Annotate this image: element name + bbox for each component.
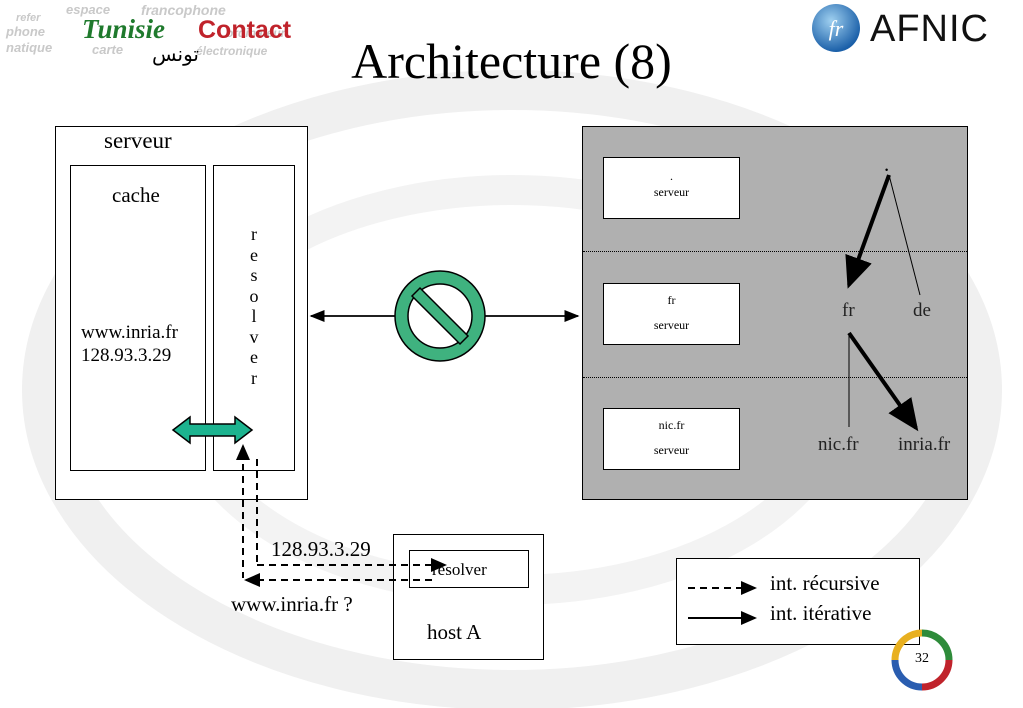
logo-tunisie-text: Tunisie [82,14,166,44]
server-zone: fr [667,293,676,307]
tree-node-de: de [913,300,931,321]
resolver-letter: r [251,367,257,388]
tree-node-nic-fr: nic.fr [818,434,859,455]
tree-edge-root-de [888,174,921,296]
logo-watermark-word: ordinateur [226,26,286,40]
host-a-label: host A [427,620,482,644]
cache-entry-ip: 128.93.3.29 [81,345,172,366]
server-label: serveur [653,443,690,457]
cache-box [70,165,206,471]
slide-title: Architecture (8) [351,33,672,89]
afnic-logo: fr AFNIC [808,2,1020,54]
tunisie-contact-logo: espace francophone refer phone ordinateu… [6,2,306,66]
resolver-letter: e [250,347,258,367]
page-number-badge: 32 [887,625,957,695]
server-label: serveur [104,128,172,153]
resolver-letter: r [251,224,257,244]
resolver-box [213,165,295,471]
tree-root: . [884,152,890,176]
cycle-arrows-icon [891,629,953,691]
fr-server-box: fr serveur [603,283,740,345]
resolver-letter: v [249,326,259,347]
resolver-letter: e [250,244,258,265]
page-number: 32 [915,651,929,666]
legend-iterative-label: int. itérative [770,601,872,625]
logo-watermark-word: électronique [196,44,268,58]
logo-watermark-word: carte [92,42,124,57]
iterative-arrow-fr-inria [847,331,919,432]
cache-entry-name: www.inria.fr [81,322,178,343]
resolver-vertical-label: r e s o l v e r [240,224,268,388]
zone-divider [583,251,967,252]
legend-recursive-label: int. récursive [770,571,880,595]
logo-watermark-word: francophone [141,2,226,18]
query-label: www.inria.fr ? [231,592,353,616]
answer-ip-label: 128.93.3.29 [271,537,371,561]
logo-watermark-word: natique [6,40,53,55]
resolver-letter: o [249,285,259,306]
resolver-letter: l [251,306,257,326]
logo-arabic-text: تونس [152,42,199,66]
svg-text:fr: fr [829,16,844,41]
root-server-box: . serveur [603,157,740,219]
logo-watermark-word: phone [6,24,45,39]
nic-fr-server-box: nic.fr serveur [603,408,740,470]
server-label: serveur [653,318,690,332]
server-zone: nic.fr [658,418,685,432]
afnic-globe-icon: fr [812,4,860,52]
iterative-arrow-root-fr [845,174,891,289]
prohibited-icon [394,270,486,362]
cache-label: cache [112,183,160,207]
cache-resolver-arrow [171,415,254,445]
logo-contact-text: Contact [198,16,292,44]
afnic-logo-text: AFNIC [870,8,989,50]
tree-node-inria-fr: inria.fr [898,434,951,455]
tree-node-fr: fr [842,300,855,321]
logo-watermark-word: refer [16,12,41,24]
server-label: serveur [653,185,690,199]
legend-box [676,558,920,645]
zone-divider [583,377,967,378]
host-resolver-box [409,550,529,588]
resolver-letter: s [250,265,258,285]
logo-watermark-word: espace [66,2,111,17]
server-zone: . [670,169,673,183]
